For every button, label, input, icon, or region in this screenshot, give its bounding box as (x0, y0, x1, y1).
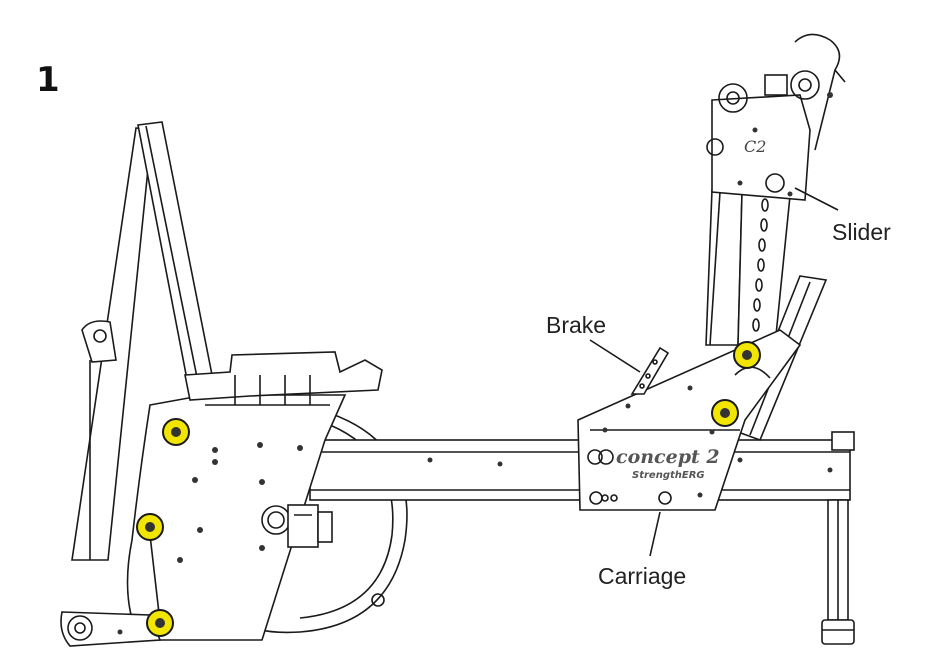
step-number: 1 (36, 60, 60, 100)
callout-brake-label: Brake (546, 312, 606, 338)
c2-badge: C2 (744, 137, 766, 156)
slider-head: C2 (706, 33, 846, 201)
highlight-markers (136, 341, 761, 637)
highlight-bolt (136, 513, 164, 541)
callout-slider: Slider (794, 187, 891, 245)
logo-brand: concept 2 (616, 446, 720, 468)
brake-lever (630, 346, 670, 395)
slider-column (705, 189, 791, 346)
front-leg (821, 431, 855, 645)
rear-upright (71, 121, 216, 561)
highlight-bolt (711, 399, 739, 427)
highlight-bolt (162, 418, 190, 446)
rear-foot (60, 611, 162, 647)
callout-carriage-label: Carriage (598, 563, 686, 589)
concept2-logo: concept 2 StrengthERG (587, 446, 720, 481)
highlight-bolt (733, 341, 761, 369)
callout-brake: Brake (546, 312, 641, 373)
control-box (287, 504, 333, 548)
highlight-bolt (146, 609, 174, 637)
logo-model: StrengthERG (632, 470, 705, 481)
callout-carriage: Carriage (598, 511, 686, 589)
callout-slider-label: Slider (832, 219, 891, 245)
console (184, 351, 383, 405)
carriage: concept 2 StrengthERG (577, 329, 802, 511)
